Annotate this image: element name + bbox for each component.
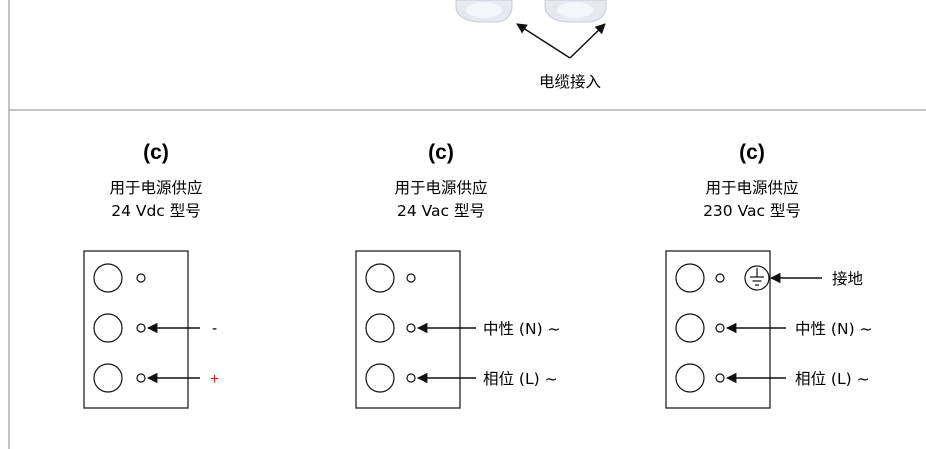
cable-gland-icon	[544, 0, 607, 23]
terminal-block	[83, 250, 189, 409]
terminal-screw	[93, 363, 123, 393]
panel-heading: (c)	[428, 141, 454, 164]
terminal-hole	[136, 373, 146, 383]
terminal-label: 接地	[832, 270, 863, 288]
panel-caption-line1: 用于电源供应	[394, 178, 487, 197]
terminal-label: +	[210, 371, 219, 388]
terminal-screw	[93, 313, 123, 343]
cable-gland-icon	[455, 0, 513, 23]
terminal-label: 相位 (L) ~	[483, 370, 558, 388]
terminal-label: 中性 (N) ~	[795, 320, 873, 338]
terminal-screw	[93, 263, 123, 293]
terminal-screw	[675, 263, 705, 293]
panel-230vac: (c) 用于电源供应 230 Vac 型号 接地 中性 (N) ~ 相位 (L)…	[665, 141, 873, 409]
terminal-hole	[136, 273, 146, 283]
panel-24vac: (c) 用于电源供应 24 Vac 型号 中性 (N) ~ 相位 (L) ~	[355, 141, 561, 409]
terminal-hole	[715, 323, 725, 333]
terminal-hole	[406, 273, 416, 283]
terminal-hole	[406, 323, 416, 333]
terminal-screw	[365, 313, 395, 343]
panel-caption-line2: 24 Vac 型号	[397, 202, 485, 220]
terminal-screw	[675, 363, 705, 393]
terminal-hole	[715, 273, 725, 283]
terminal-hole	[136, 323, 146, 333]
panel-caption-line1: 用于电源供应	[109, 178, 202, 197]
terminal-label: 相位 (L) ~	[795, 370, 870, 388]
terminal-block	[355, 250, 461, 409]
arrow-icon	[516, 23, 571, 59]
panel-caption-line1: 用于电源供应	[705, 178, 798, 197]
panel-heading: (c)	[739, 141, 765, 164]
panel-24vdc: (c) 用于电源供应 24 Vdc 型号 - +	[83, 141, 219, 409]
panel-caption-line2: 24 Vdc 型号	[111, 202, 201, 220]
terminal-screw	[365, 263, 395, 293]
panel-heading: (c)	[143, 141, 169, 164]
terminal-hole	[715, 373, 725, 383]
terminal-screw	[675, 313, 705, 343]
cable-entry-label: 电缆接入	[539, 73, 601, 91]
ground-symbol-icon	[744, 265, 770, 291]
terminal-label: 中性 (N) ~	[483, 320, 561, 338]
panel-caption-line2: 230 Vac 型号	[703, 202, 801, 220]
terminal-screw	[365, 363, 395, 393]
terminal-hole	[406, 373, 416, 383]
terminal-label: -	[212, 320, 217, 337]
arrow-icon	[569, 23, 606, 59]
